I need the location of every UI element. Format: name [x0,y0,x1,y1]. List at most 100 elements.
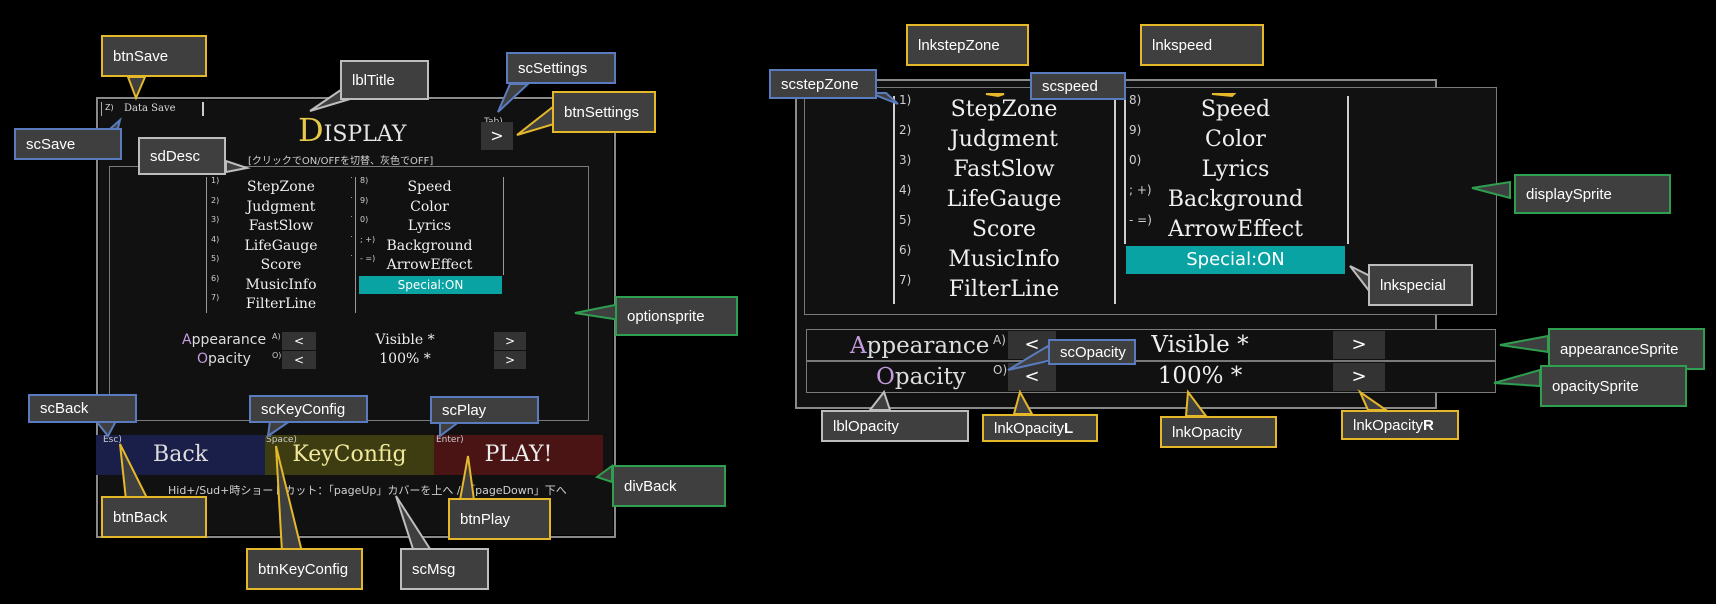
callout-sdDesc: sdDesc [138,137,226,175]
play-button[interactable]: PLAY! [434,435,603,475]
option-label: FastSlow [953,157,1055,182]
callout-pointer [1471,180,1511,200]
save-shortcut: Z) [105,103,114,112]
callout-pointer [119,443,150,501]
special-toggle[interactable]: Special:ON [1126,246,1345,274]
option-shortcut: ; +) [360,234,376,244]
callout-lblOpacity: lblOpacity [821,410,969,442]
keyconfig-shortcut: Space) [266,435,297,445]
option-shortcut: 0) [360,215,369,224]
callout-pointer [93,420,118,438]
divider [206,177,207,313]
settings-button[interactable]: > [481,122,513,150]
appearance-rest: ppearance [191,332,267,348]
back-button[interactable]: Back [96,435,265,475]
option-label: Score [260,257,302,273]
callout-scKeyConfig: scKeyConfig [249,395,368,423]
option-filterline[interactable]: 7)FilterLine [208,293,354,314]
callout-pointer [1007,344,1054,371]
option-label: LifeGauge [946,187,1062,212]
option-fastslow[interactable]: 3) FastSlow [896,153,1112,184]
option-color[interactable]: 9)Color [1126,123,1345,154]
callout-lnkOpacityL-suffix: L [1064,419,1074,437]
appearance-prev-button[interactable]: < [282,332,316,350]
callout-pointer [574,302,621,322]
option-speed[interactable]: 8)Speed [1126,93,1345,124]
callout-lnkspecial: lnkspecial [1368,264,1473,306]
opacity-label: Opacity [197,351,251,367]
option-shortcut: 4) [211,234,220,244]
callout-pointer [497,83,531,113]
option-label: MusicInfo [245,276,317,293]
callout-scstepZone: scstepZone [769,69,877,99]
option-lifegauge[interactable]: 4)LifeGauge [896,183,1112,214]
callout-pointer [1349,265,1371,295]
opacity-value: 100% * [379,351,431,367]
option-judgment[interactable]: 2)Judgment [208,196,354,216]
option-speed[interactable]: 8)Speed [357,176,502,197]
opacity-rest: pacity [894,364,966,390]
option-shortcut: 7) [899,273,912,287]
option-label: LifeGauge [244,237,318,254]
appearance-next-button[interactable]: > [1333,331,1385,359]
appearance-value: Visible * [1151,332,1249,358]
option-label: StepZone [247,179,315,195]
opacity-prev-button[interactable]: < [282,351,316,369]
option-shortcut: 9) [1129,123,1142,137]
option-filterline[interactable]: 7)FilterLine [896,273,1112,304]
callout-pointer [1499,334,1549,354]
option-score[interactable]: 5) Score [208,254,354,275]
option-shortcut: 0) [1129,153,1142,167]
option-label: FastSlow [248,218,314,234]
appearance-next-button[interactable]: > [494,332,526,350]
option-judgment[interactable]: 2)Judgment [896,123,1112,154]
option-shortcut: 7) [211,293,220,302]
option-arroweffect[interactable]: - =)ArrowEffect [1126,213,1345,244]
opacity-shortcut: O) [993,363,1008,377]
option-fastslow[interactable]: 3)FastSlow [208,215,354,236]
option-background[interactable]: ; +)Background [1126,183,1345,214]
special-toggle[interactable]: Special:ON [359,276,502,294]
back-shortcut: Esc) [103,435,122,445]
callout-pointer [594,464,613,484]
option-musicinfo[interactable]: 6)MusicInfo [896,243,1112,274]
opacity-rest: pacity [208,351,251,367]
callout-pointer [1357,389,1390,411]
callout-pointer [395,495,434,553]
option-stepzone[interactable]: 1)StepZone [208,176,354,197]
option-lyrics[interactable]: 0)Lyrics [357,215,502,236]
option-lyrics[interactable]: 0)Lyrics [1126,153,1345,184]
option-arroweffect[interactable]: - =)ArrowEffect [357,254,502,275]
callout-opacitySprite: opacitySprite [1540,365,1687,407]
play-shortcut: Enter) [436,435,464,445]
option-shortcut: 3) [899,153,912,167]
option-score[interactable]: 5)Score [896,213,1112,244]
divider [893,96,895,304]
option-background[interactable]: ; +)Background [357,235,502,255]
option-musicinfo[interactable]: 6)MusicInfo [208,274,354,294]
option-shortcut: - =) [360,254,376,263]
appearance-shortcut: A) [272,332,281,341]
callout-divBack: divBack [612,465,726,507]
opacity-next-button[interactable]: > [1333,363,1385,391]
callout-scSave: scSave [14,128,122,160]
option-shortcut: 8) [360,176,369,185]
opacity-label: Opacity [876,364,966,390]
option-label: Judgment [246,198,316,215]
opacity-next-button[interactable]: > [494,351,526,369]
option-shortcut: 6) [899,243,912,257]
callout-btnSave: btnSave [101,35,207,77]
save-button[interactable]: Z) Data Save [101,102,204,116]
appearance-shortcut: A) [993,333,1006,347]
callout-btnSettings: btnSettings [552,91,656,133]
callout-lnkspeed: lnkspeed [1140,24,1264,66]
back-label: Back [153,442,208,467]
keyconfig-button[interactable]: KeyConfig [265,435,434,475]
option-lifegauge[interactable]: 4) LifeGauge [208,235,354,255]
appearance-label: Appearance [850,333,989,359]
appearance-first-letter: A [182,332,192,348]
option-color[interactable]: 9)Color [357,196,502,216]
option-shortcut: 5) [211,254,220,263]
option-shortcut: 1) [899,93,912,107]
callout-scPlay: scPlay [430,396,539,424]
